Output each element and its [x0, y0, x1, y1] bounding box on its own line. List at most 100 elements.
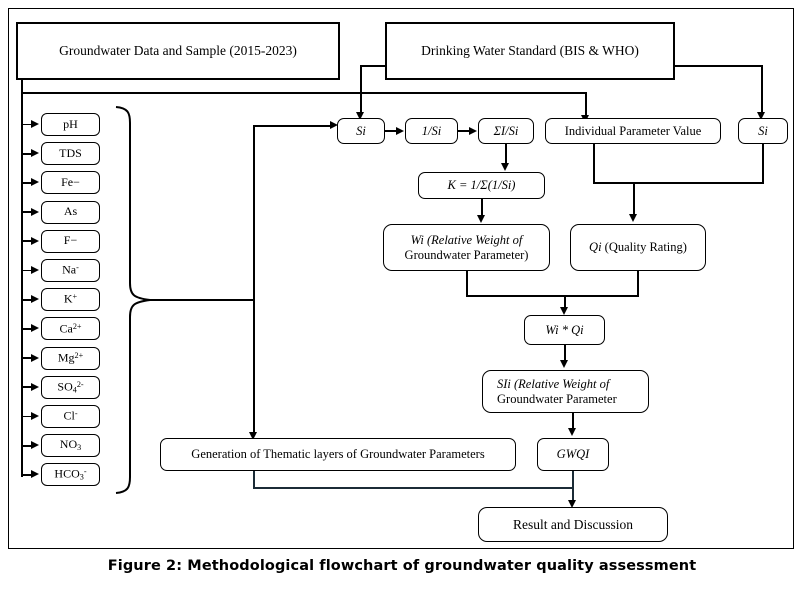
- node-wi-qi-label: Wi * Qi: [545, 322, 584, 337]
- node-thematic-layers-label: Generation of Thematic layers of Groundw…: [191, 447, 485, 462]
- node-parameter-fe[interactable]: Fe−: [41, 171, 100, 195]
- connector-to-param-ca: [21, 328, 33, 330]
- connector-wi-down: [466, 271, 468, 297]
- node-wi[interactable]: Wi (Relative Weight of Groundwater Param…: [383, 224, 550, 271]
- connector-param-spine: [253, 126, 255, 300]
- arrowhead-thematic-layers: [249, 432, 257, 440]
- arrowhead-wi: [477, 215, 485, 223]
- node-parameter-no3-label: NO3: [59, 437, 82, 453]
- arrowhead-si-left: [330, 121, 338, 129]
- node-parameter-f[interactable]: F−: [41, 229, 100, 253]
- node-sum-inv-si[interactable]: ΣI/Si: [478, 118, 534, 144]
- connector-to-param-k: [21, 298, 33, 301]
- arrowhead-k-constant: [501, 163, 509, 171]
- node-si-left[interactable]: Si: [337, 118, 385, 144]
- connector-to-param-fe: [21, 182, 33, 184]
- node-parameter-k-label: K+: [63, 292, 78, 307]
- node-si-right[interactable]: Si: [738, 118, 788, 144]
- node-gwqi[interactable]: GWQI: [537, 438, 609, 471]
- connector-to-param-no3: [21, 444, 33, 447]
- node-parameter-ph[interactable]: pH: [41, 113, 100, 136]
- node-groundwater-data-label: Groundwater Data and Sample (2015-2023): [59, 43, 297, 59]
- node-parameter-so4[interactable]: SO42-: [41, 375, 100, 399]
- connector-to-param-f: [21, 240, 33, 243]
- arrowhead-param-ca: [31, 324, 39, 333]
- arrowhead-si-right-top: [757, 112, 765, 120]
- arrowhead-param-so4: [31, 382, 39, 391]
- connector-gwqi-to-result: [572, 471, 574, 504]
- connector-qi-join: [593, 182, 764, 184]
- node-parameter-k[interactable]: K+: [41, 288, 100, 312]
- arrowhead-param-ph: [31, 120, 39, 128]
- connector-to-param-so4: [21, 386, 33, 389]
- arrowhead-wi-qi: [560, 307, 568, 315]
- node-parameter-so4-label: SO42-: [57, 379, 84, 395]
- node-parameter-tds-label: TDS: [59, 145, 82, 160]
- arrowhead-qi: [629, 214, 637, 222]
- arrowhead-si-left-top: [356, 112, 364, 120]
- node-parameter-ph-label: pH: [63, 116, 78, 131]
- connector-wiqi-to-sli: [564, 345, 566, 362]
- arrowhead-param-as: [31, 207, 39, 216]
- connector-groundwater-spine: [21, 80, 23, 477]
- node-sli[interactable]: SIi (Relative Weight of Groundwater Para…: [482, 370, 649, 413]
- node-result-and-discussion-label: Result and Discussion: [513, 516, 633, 532]
- node-si-right-label: Si: [758, 123, 768, 138]
- node-parameter-hco3[interactable]: HCO3-: [41, 463, 100, 487]
- arrowhead-param-tds: [31, 149, 39, 158]
- node-parameter-na[interactable]: Na-: [41, 259, 100, 282]
- node-individual-parameter-value[interactable]: Individual Parameter Value: [545, 118, 721, 144]
- connector-si-right-down: [762, 144, 764, 184]
- node-wi-qi[interactable]: Wi * Qi: [524, 315, 605, 345]
- node-parameter-as-label: As: [63, 204, 78, 219]
- figure-caption: Figure 2: Methodological flowchart of gr…: [107, 558, 697, 574]
- node-parameter-f-label: F−: [63, 233, 78, 248]
- node-parameter-mg[interactable]: Mg2+: [41, 346, 100, 370]
- node-inv-si[interactable]: 1/Si: [405, 118, 458, 144]
- connector-sli-to-gwqi: [572, 413, 574, 430]
- connector-thematic-down: [253, 471, 255, 489]
- arrowhead-gwqi: [568, 428, 576, 436]
- arrowhead-param-na: [31, 266, 39, 274]
- node-drinking-water-standard[interactable]: Drinking Water Standard (BIS & WHO): [385, 22, 675, 80]
- node-parameter-ca[interactable]: Ca2+: [41, 317, 100, 341]
- connector-qi-drop: [633, 182, 635, 216]
- node-individual-parameter-value-label: Individual Parameter Value: [564, 123, 702, 138]
- node-k-constant[interactable]: K = 1/Σ(1/Si): [418, 172, 545, 199]
- arrowhead-sli: [560, 360, 568, 368]
- connector-groundwater-to-individual: [21, 92, 586, 94]
- connector-param-spine-to-si: [253, 125, 331, 127]
- connector-invsi-to-suminvsi: [458, 130, 472, 132]
- connector-to-param-hco3: [21, 474, 33, 476]
- connector-to-param-as: [21, 211, 33, 213]
- node-parameter-fe-label: Fe−: [61, 174, 80, 189]
- node-parameter-cl[interactable]: Cl-: [41, 405, 100, 428]
- node-parameter-tds[interactable]: TDS: [41, 142, 100, 166]
- arrowhead-result: [568, 500, 576, 508]
- connector-dws-left-stub: [360, 65, 386, 67]
- node-k-constant-label: K = 1/Σ(1/Si): [447, 178, 516, 193]
- connector-to-param-ph: [21, 123, 33, 126]
- connector-individual-drop: [585, 92, 587, 117]
- arrowhead-param-mg: [31, 353, 39, 362]
- node-parameter-no3[interactable]: NO3: [41, 434, 100, 458]
- arrowhead-param-k: [31, 295, 39, 304]
- node-groundwater-data[interactable]: Groundwater Data and Sample (2015-2023): [16, 22, 340, 80]
- connector-to-param-cl: [21, 415, 33, 418]
- connector-thematic-to-result: [253, 487, 573, 489]
- arrowhead-sum-inv-si: [469, 127, 477, 135]
- node-qi[interactable]: Qi (Quality Rating): [570, 224, 706, 271]
- node-result-and-discussion[interactable]: Result and Discussion: [478, 507, 668, 542]
- node-parameter-as[interactable]: As: [41, 200, 100, 224]
- connector-dws-to-si-right: [761, 65, 763, 115]
- node-sli-label-line2: Groundwater Parameter: [497, 391, 617, 406]
- connector-si-to-invsi: [385, 130, 399, 132]
- connector-to-param-mg: [21, 357, 33, 359]
- node-inv-si-label: 1/Si: [421, 123, 442, 138]
- connector-suminvsi-to-k: [505, 144, 507, 165]
- node-wi-label-line2: Groundwater Parameter): [404, 247, 529, 262]
- connector-dws-right-stub: [674, 65, 763, 67]
- node-thematic-layers[interactable]: Generation of Thematic layers of Groundw…: [160, 438, 516, 471]
- arrowhead-param-hco3: [31, 470, 39, 479]
